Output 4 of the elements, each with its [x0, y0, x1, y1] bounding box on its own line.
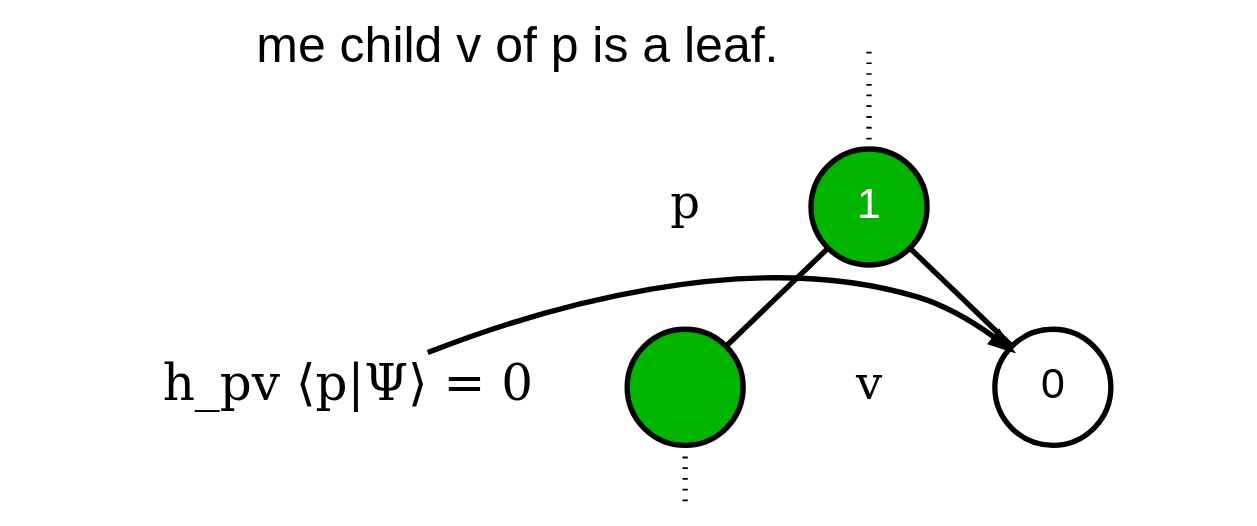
label: me child v of p is a leaf. — [256, 17, 779, 74]
node-label: v — [855, 355, 883, 410]
node-text: h_pv ⟨p|Ψ⟩ = 0 — [162, 353, 533, 412]
node-label: p — [670, 175, 701, 230]
